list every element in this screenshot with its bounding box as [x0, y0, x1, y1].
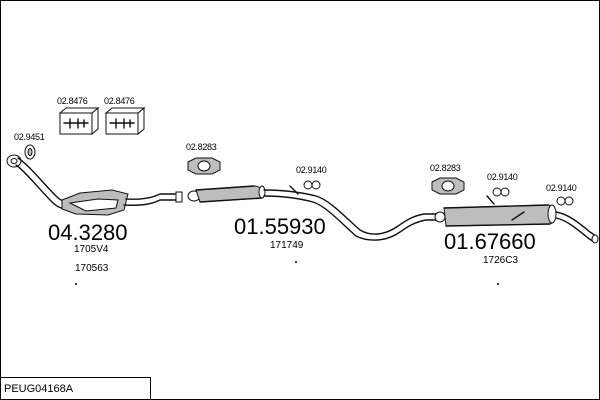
fitting-ref-clamp-rear: 02.8283: [430, 163, 461, 173]
part-number-middle: 01.55930: [234, 214, 326, 239]
fitting-ref-kit-left: 02.8476: [57, 96, 88, 106]
part-number-rear: 01.67660: [444, 229, 536, 254]
mounting-kit-right-icon: [104, 106, 146, 136]
fitting-ref-hanger-rear-1: 02.9140: [487, 172, 518, 182]
oem-code-front-1: 1705V4: [74, 244, 109, 255]
fitting-ref-hanger-mid: 02.9140: [296, 165, 327, 175]
mounting-kit-left-icon: [58, 106, 100, 136]
hanger-rear-1-icon: [486, 187, 510, 205]
fitting-ref-gasket-front: 02.9451: [14, 132, 45, 142]
middle-silencer: [187, 185, 437, 241]
hanger-rear-2-icon: [556, 196, 574, 206]
front-pipe-catalyst: [6, 154, 183, 216]
rear-silencer: [434, 204, 599, 244]
fitting-ref-hanger-rear-2: 02.9140: [546, 183, 577, 193]
marker-dot: [75, 283, 77, 285]
hanger-mid-icon: [289, 180, 321, 195]
oem-code-rear: 1726C3: [483, 255, 518, 266]
marker-dot: [295, 261, 297, 263]
fitting-ref-kit-right: 02.8476: [104, 96, 135, 106]
clamp-mid-icon: [187, 157, 221, 175]
gasket-front-icon: [24, 144, 36, 160]
diagram-code: PEUG04168A: [4, 383, 74, 395]
oem-code-front-2: 170563: [75, 263, 109, 274]
marker-dot: [497, 283, 499, 285]
part-number-front: 04.3280: [48, 220, 128, 245]
clamp-rear-icon: [431, 177, 465, 195]
fitting-ref-clamp-mid: 02.8283: [186, 142, 217, 152]
oem-code-middle: 171749: [270, 240, 304, 251]
